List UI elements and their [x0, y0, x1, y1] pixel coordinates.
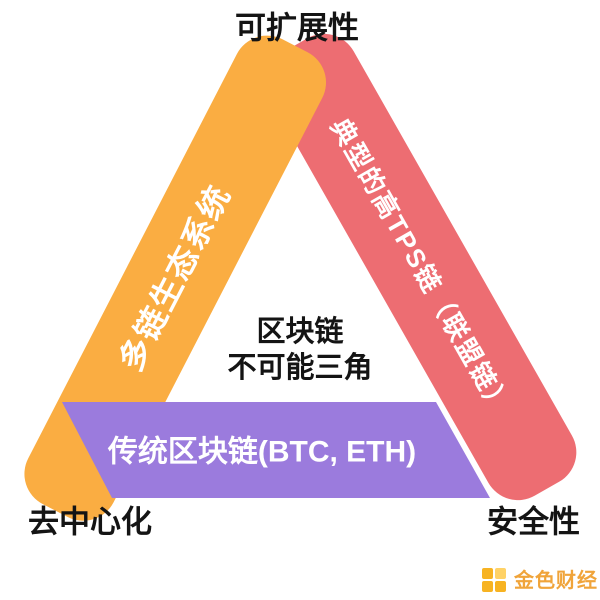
logo-block: [482, 568, 493, 579]
logo-block: [495, 581, 506, 592]
watermark-brand: 金色财经: [513, 568, 598, 592]
bottom-bar: [62, 402, 490, 498]
logo-block-light: [495, 568, 506, 579]
center-title-line2: 不可能三角: [227, 351, 372, 384]
left-bar: [24, 35, 326, 521]
jinse-logo-icon: [482, 568, 506, 592]
right-bar: [265, 33, 577, 501]
center-title-line1: 区块链: [256, 314, 343, 348]
label-security: 安全性: [487, 505, 580, 540]
label-scalability: 可扩展性: [235, 11, 359, 46]
bottom-bar-label: 传统区块链(BTC, ETH): [107, 435, 416, 469]
label-decentralization: 去中心化: [28, 505, 152, 540]
logo-block: [482, 581, 493, 592]
